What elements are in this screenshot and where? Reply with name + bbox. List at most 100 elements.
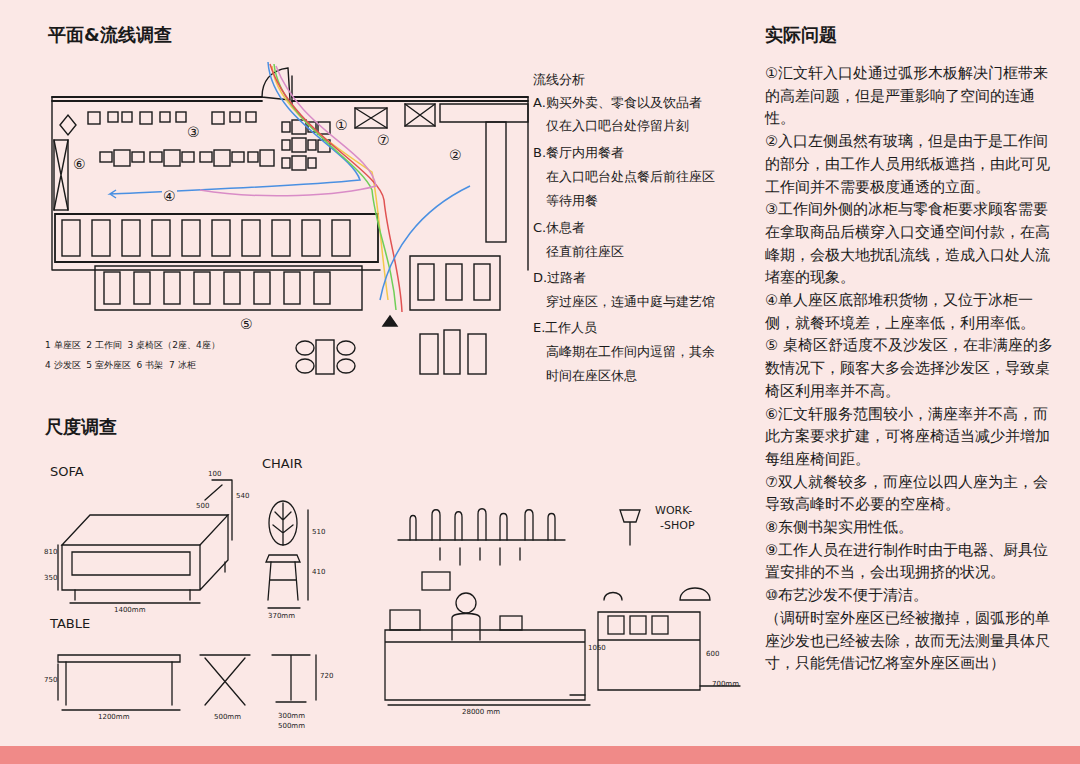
- floor-plan-stroke: [337, 359, 355, 373]
- flow-note: 等待用餐: [546, 193, 598, 209]
- floor-plan-stroke: [486, 122, 506, 242]
- flow-note: 高峰期在工作间内逗留，其余: [546, 344, 715, 360]
- problem-note: ②入口左侧虽然有玻璃，但是由于是工作间的部分，由工作人员用纸板遮挡，由此可见工作…: [765, 130, 1055, 198]
- table-sketch-stroke: [315, 655, 316, 700]
- workshop-sketch-stroke: [390, 610, 420, 630]
- workshop-sketch-stroke: [422, 572, 450, 590]
- floor-plan-stroke: [230, 112, 240, 122]
- dimension: 410: [312, 568, 325, 576]
- workshop-sketch-stroke: [608, 616, 624, 634]
- floor-plan-stroke: [122, 220, 140, 256]
- chair-sketch-stroke: [268, 510, 308, 608]
- table-sketch: [58, 655, 316, 710]
- workshop-sketch: [385, 509, 740, 705]
- floor-plan-stroke: [308, 140, 316, 150]
- floor-plan-stroke: [383, 316, 397, 326]
- floor-plan-stroke: [60, 115, 76, 135]
- workshop-sketch-stroke: [652, 616, 668, 634]
- chair-sketch-stroke: [266, 555, 300, 562]
- workshop-sketch-stroke: [410, 509, 555, 540]
- problem-note: ⑥汇文轩服务范围较小，满座率并不高，而此方案要求扩建，可将座椅适当减少并增加每组…: [765, 403, 1055, 471]
- floor-plan-stroke: [224, 272, 240, 304]
- floor-plan-stroke: [95, 266, 362, 310]
- floor-plan-stroke: [108, 112, 118, 122]
- floor-plan-stroke: [176, 112, 186, 122]
- floor-plan-stroke: [272, 220, 290, 256]
- floor-plan-stroke: [474, 264, 490, 300]
- floor-plan-stroke: [122, 112, 132, 122]
- flow-note: 在入口吧台处点餐后前往座区: [546, 169, 715, 185]
- floor-plan-stroke: [418, 264, 434, 300]
- workshop-sketch-stroke: [385, 630, 585, 700]
- floor-plan-stroke: [284, 272, 300, 304]
- floor-plan-stroke: [182, 152, 194, 162]
- floor-plan-stroke: [212, 112, 224, 124]
- callout-number: ⑦: [376, 132, 391, 149]
- floor-plan-stroke: [337, 341, 355, 355]
- chair-sketch-stroke: [273, 503, 293, 545]
- floor-plan-stroke: [212, 220, 230, 256]
- flow-item: D.过路者: [533, 270, 586, 286]
- floor-plan-stroke: [54, 140, 68, 210]
- callout-number: ④: [162, 188, 177, 205]
- problem-note: ⑧东侧书架实用性低。: [765, 516, 1055, 539]
- floor-plan-stroke: [114, 150, 130, 166]
- sketch-title: CHAIR: [262, 456, 303, 472]
- section-title: 平面&流线调查: [48, 24, 172, 46]
- floor-plan-stroke: [104, 272, 120, 304]
- section-title: 实际问题: [765, 24, 837, 46]
- floor-plan-stroke: [440, 104, 528, 122]
- floor-plan-stroke: [446, 264, 462, 300]
- dimension: 750: [44, 676, 57, 684]
- floor-plan-stroke: [355, 108, 387, 128]
- floor-plan-stroke: [296, 341, 314, 355]
- floor-plan-stroke: [54, 140, 68, 210]
- workshop-sketch-stroke: [630, 616, 646, 634]
- flow-item: C.休息者: [533, 220, 585, 236]
- floor-plan-stroke: [182, 220, 200, 256]
- workshop-sketch-stroke: [500, 616, 522, 630]
- floor-plan-stroke: [92, 220, 110, 256]
- flow-note: 径直前往座区: [546, 244, 624, 260]
- workshop-sketch-stroke: [440, 548, 520, 565]
- floor-plan-stroke: [260, 150, 274, 166]
- floor-plan-stroke: [246, 112, 256, 122]
- sofa-sketch-stroke: [75, 562, 225, 600]
- chair-sketch-stroke: [268, 562, 298, 600]
- sketch-title: SOFA: [50, 464, 84, 480]
- callout-number: ⑥: [72, 156, 87, 173]
- callout-number: ②: [448, 147, 463, 164]
- flow-lines-stroke: [380, 186, 470, 300]
- dimension: 540: [236, 492, 249, 500]
- flow-heading: 流线分析: [533, 72, 585, 88]
- dimension: 1200mm: [98, 713, 129, 721]
- dimension: 700mm: [712, 680, 739, 688]
- sketch-title: TABLE: [50, 616, 90, 632]
- floor-plan-stroke: [355, 108, 387, 128]
- problem-column: ①汇文轩入口处通过弧形木板解决门框带来的高差问题，但是严重影响了空间的连通性。②…: [765, 62, 1055, 675]
- table-sketch-stroke: [58, 655, 180, 662]
- floor-plan-stroke: [200, 152, 212, 162]
- table-sketch-stroke: [62, 709, 180, 710]
- workshop-sketch-stroke: [398, 539, 565, 540]
- problem-note: ④单人座区底部堆积货物，又位于冰柜一侧，就餐环境差，上座率低，利用率低。: [765, 289, 1055, 334]
- floor-plan-stroke: [248, 152, 258, 162]
- floor-plan-stroke: [214, 150, 230, 166]
- floor-plan-stroke: [405, 104, 435, 126]
- floor-plan-stroke: [282, 158, 290, 168]
- floor-plan-stroke: [308, 158, 316, 168]
- floor-plan-stroke: [164, 150, 180, 166]
- dimension: 100: [208, 470, 221, 478]
- flow-item: B.餐厅内用餐者: [533, 145, 624, 161]
- dimension: 510: [312, 528, 325, 536]
- sofa-sketch-stroke: [58, 545, 200, 603]
- floor-plan-stroke: [160, 112, 170, 122]
- flow-note: 穿过座区，连通中庭与建艺馆: [546, 294, 715, 310]
- floor-plan-stroke: [150, 152, 162, 162]
- dimension: 1400mm: [114, 606, 145, 614]
- floor-plan-stroke: [332, 220, 350, 256]
- workshop-sketch-stroke: [456, 593, 476, 613]
- plan-key: 4 沙发区 5 室外座区 6 书架 7 冰柜: [45, 360, 196, 371]
- floor-plan-stroke: [242, 220, 260, 256]
